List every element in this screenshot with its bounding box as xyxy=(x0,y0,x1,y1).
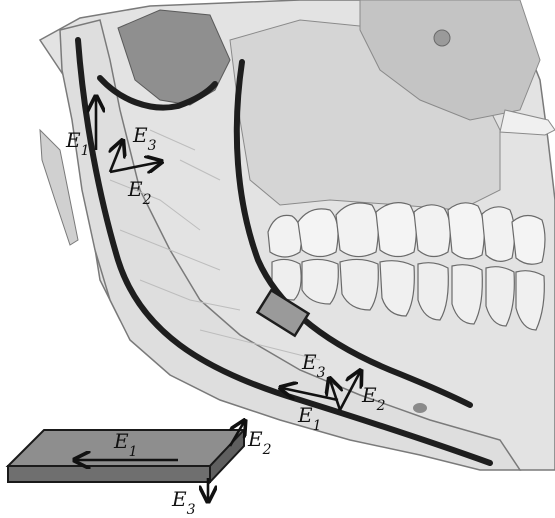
tooth xyxy=(414,205,450,257)
tooth xyxy=(298,209,338,257)
tooth xyxy=(268,215,301,257)
tooth xyxy=(486,267,514,326)
plate-front-face xyxy=(8,466,210,482)
tooth xyxy=(376,203,416,257)
orbit-foramen xyxy=(434,30,450,46)
tooth xyxy=(302,259,338,304)
plate-e3-label: E3 xyxy=(171,487,196,518)
tooth xyxy=(336,203,378,257)
mental-foramen xyxy=(413,403,427,413)
tooth xyxy=(482,207,515,262)
tooth xyxy=(448,203,484,259)
plate-e2-label: E2 xyxy=(247,427,272,458)
tooth xyxy=(452,265,482,324)
tooth xyxy=(512,215,545,264)
